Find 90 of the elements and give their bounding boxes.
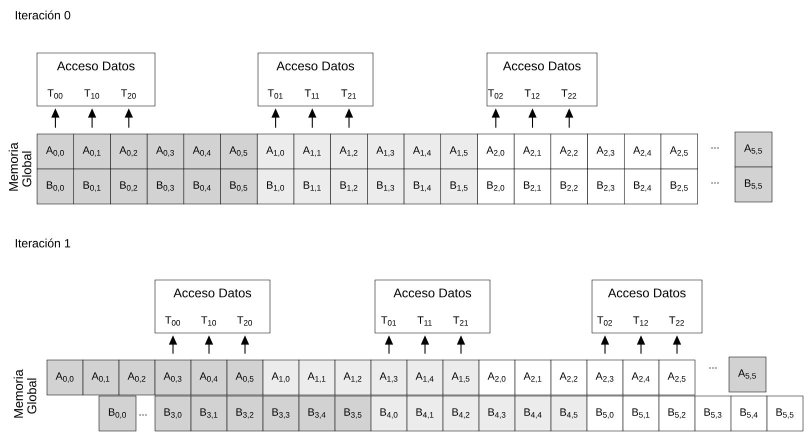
memory-cell: B$_{0,5}$ — [220, 168, 258, 204]
memory-cell: A$_{0,1}$ — [82, 360, 120, 396]
memory-cell: B$_{1,1}$ — [294, 168, 331, 204]
memory-cell: B$_{2,2}$ — [550, 168, 588, 204]
memory-cell: A$_{1,2}$ — [334, 360, 372, 396]
memory-cell: A$_{2,2}$ — [550, 360, 588, 396]
memory-cell: B$_{5,1}$ — [622, 396, 660, 432]
memory-cell: B$_{2,4}$ — [624, 168, 662, 204]
access-box: Acceso Datos T$_{00}$ T$_{10}$ T$_{20}$ — [36, 52, 156, 106]
iteration-title: Iteración 1 — [16, 238, 70, 248]
memory-cell: A$_{1,0}$ — [256, 134, 294, 170]
memory-cell: A$_{2,1}$ — [514, 360, 552, 396]
memory-cell: A$_{0,0}$ — [36, 134, 74, 170]
memory-cell: A$_{1,3}$ — [367, 134, 404, 170]
iteration-title: Iteración 0 — [16, 10, 70, 20]
memory-cell: A$_{0,1}$ — [73, 134, 111, 170]
memory-cell: A$_{1,1}$ — [298, 360, 336, 396]
memory-cell: B$_{4,0}$ — [370, 396, 408, 432]
memory-cell: B$_{5,2}$ — [658, 396, 696, 432]
ellipsis: ... — [712, 147, 718, 149]
memory-cell: A$_{1,2}$ — [330, 134, 368, 170]
memory-cell: B$_{0,0}$ — [36, 168, 74, 204]
memory-cell: A$_{1,5}$ — [442, 360, 480, 396]
memory-cell: A$_{0,2}$ — [118, 360, 156, 396]
ellipsis: ... — [712, 182, 718, 184]
memory-cell: B$_{3,5}$ — [334, 396, 372, 432]
memory-cell: A$_{1,4}$ — [404, 134, 442, 170]
memory-cell: B$_{5,0}$ — [586, 396, 624, 432]
memory-cell: A$_{2,3}$ — [586, 360, 624, 396]
memory-cell: A$_{1,1}$ — [294, 134, 331, 170]
memory-cell: B$_{3,0}$ — [154, 396, 192, 432]
memory-cell: A$_{2,0}$ — [477, 134, 514, 170]
memory-cell: B$_{2,1}$ — [514, 168, 552, 204]
access-box: Acceso Datos T$_{02}$ T$_{12}$ T$_{22}$ — [486, 52, 598, 106]
memory-cell: B$_{3,4}$ — [298, 396, 336, 432]
memory-cell: B$_{4,2}$ — [442, 396, 480, 432]
memory-cell: A$_{0,4}$ — [184, 134, 221, 170]
memory-cell: B$_{0,2}$ — [110, 168, 148, 204]
memory-cell: B$_{4,3}$ — [478, 396, 516, 432]
memory-cell: A$_{0,4}$ — [190, 360, 228, 396]
access-box: Acceso Datos T$_{01}$ T$_{11}$ T$_{21}$ — [374, 280, 490, 334]
access-box: Acceso Datos T$_{02}$ T$_{12}$ T$_{22}$ — [592, 280, 702, 334]
memory-cell: B$_{3,3}$ — [262, 396, 300, 432]
memory-cell: A$_{2,4}$ — [624, 134, 662, 170]
memory-cell: A$_{0,5}$ — [226, 360, 264, 396]
memory-cell: B$_{2,0}$ — [477, 168, 514, 204]
memory-cell: B$_{1,2}$ — [330, 168, 368, 204]
memory-cell: A$_{1,4}$ — [406, 360, 444, 396]
memory-cell: B$_{1,5}$ — [440, 168, 478, 204]
memory-cell: B$_{0,4}$ — [184, 168, 221, 204]
memory-cell: A$_{2,1}$ — [514, 134, 552, 170]
memory-cell: B$_{4,4}$ — [514, 396, 552, 432]
memory-cell: B$_{4,1}$ — [406, 396, 444, 432]
memory-cell: A$_{1,3}$ — [370, 360, 408, 396]
axis-label: Memoria Global — [14, 369, 36, 418]
memory-cell: B$_{3,2}$ — [226, 396, 264, 432]
memory-cell: A$_{0,3}$ — [146, 134, 184, 170]
memory-cell: B$_{0,3}$ — [146, 168, 184, 204]
memory-cell: B$_{5,5}$ — [734, 166, 772, 202]
access-box: Acceso Datos T$_{00}$ T$_{10}$ T$_{20}$ — [154, 280, 270, 334]
memory-cell: B$_{1,4}$ — [404, 168, 442, 204]
memory-cell: A$_{5,5}$ — [734, 132, 772, 168]
memory-cell: A$_{1,5}$ — [440, 134, 478, 170]
memory-cell: A$_{2,5}$ — [660, 134, 698, 170]
axis-label: Memoria Global — [8, 142, 32, 191]
memory-cell: B$_{0,0}$ — [98, 396, 136, 432]
memory-cell: B$_{2,5}$ — [660, 168, 698, 204]
ellipsis: ... — [710, 367, 716, 369]
memory-cell: A$_{2,3}$ — [587, 134, 625, 170]
memory-cell: B$_{5,5}$ — [766, 396, 804, 432]
memory-cell: A$_{1,0}$ — [262, 360, 300, 396]
memory-cell: A$_{2,0}$ — [478, 360, 516, 396]
memory-cell: B$_{5,3}$ — [694, 396, 732, 432]
memory-cell: A$_{0,0}$ — [46, 360, 84, 396]
memory-cell: B$_{0,1}$ — [73, 168, 111, 204]
memory-cell: A$_{5,5}$ — [728, 356, 766, 392]
memory-cell: A$_{2,2}$ — [550, 134, 588, 170]
memory-cell: B$_{5,4}$ — [730, 396, 768, 432]
memory-cell: A$_{2,5}$ — [658, 360, 696, 396]
memory-cell: A$_{0,2}$ — [110, 134, 148, 170]
memory-cell: B$_{1,3}$ — [367, 168, 404, 204]
memory-cell: B$_{1,0}$ — [256, 168, 294, 204]
access-box: Acceso Datos T$_{01}$ T$_{11}$ T$_{21}$ — [258, 52, 374, 106]
memory-cell: B$_{4,5}$ — [550, 396, 588, 432]
memory-cell: A$_{0,5}$ — [220, 134, 258, 170]
memory-cell: A$_{0,3}$ — [154, 360, 192, 396]
memory-cell: B$_{3,1}$ — [190, 396, 228, 432]
memory-cell: B$_{2,3}$ — [587, 168, 625, 204]
memory-cell: A$_{2,4}$ — [622, 360, 660, 396]
ellipsis: ... — [140, 414, 146, 416]
